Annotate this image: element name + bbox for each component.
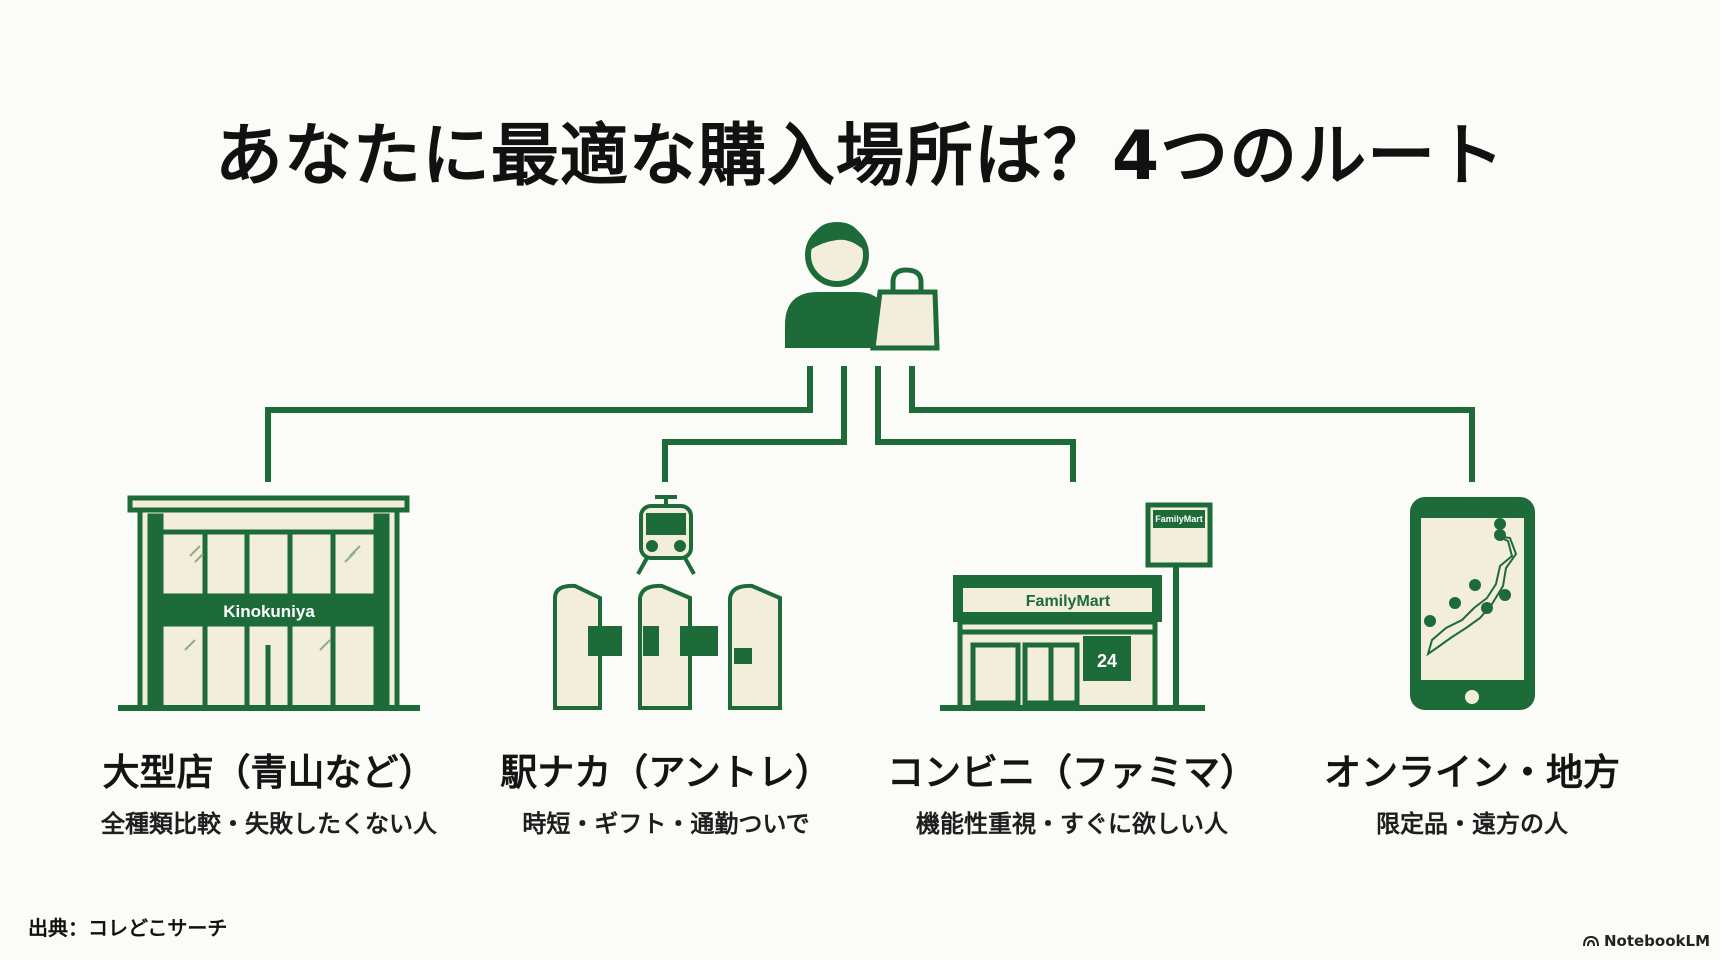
convenience-sign-text: FamilyMart [1026, 593, 1111, 610]
convenience-store-icon [940, 502, 1213, 711]
notebooklm-logo-icon [1582, 935, 1599, 947]
route-sub-online: 限定品・遠方の人 [1376, 810, 1568, 838]
route-label-convenience: コンビニ（ファミマ） [887, 751, 1257, 794]
route-label-online: オンライン・地方 [1324, 751, 1620, 794]
store-sign-text: Kinokuniya [223, 602, 315, 621]
route-label-station: 駅ナカ（アントレ） [500, 751, 832, 794]
department-store-icon [118, 495, 420, 711]
shopping-bag-icon [870, 267, 940, 351]
brand-text: NotebookLM [1603, 932, 1710, 950]
smartphone-map-icon [1410, 497, 1535, 710]
route-sub-station: 時短・ギフト・通勤ついで [522, 810, 810, 838]
connector-lines [265, 366, 1475, 482]
route-label-department-store: 大型店（青山など） [102, 751, 436, 794]
pole-sign-text: FamilyMart [1155, 514, 1203, 524]
train-icon [636, 495, 696, 575]
brand-watermark: NotebookLM [1582, 932, 1710, 950]
source-credit: 出典：コレどこサーチ [28, 916, 228, 940]
24-hours-badge: 24 [1097, 651, 1117, 671]
route-sub-convenience: 機能性重視・すぐに欲しい人 [916, 810, 1228, 838]
ticket-gate-icon [553, 583, 782, 710]
person-icon [785, 222, 888, 348]
route-sub-department-store: 全種類比較・失敗したくない人 [101, 810, 437, 838]
page-title: あなたに最適な購入場所は？4つのルート [214, 117, 1506, 196]
